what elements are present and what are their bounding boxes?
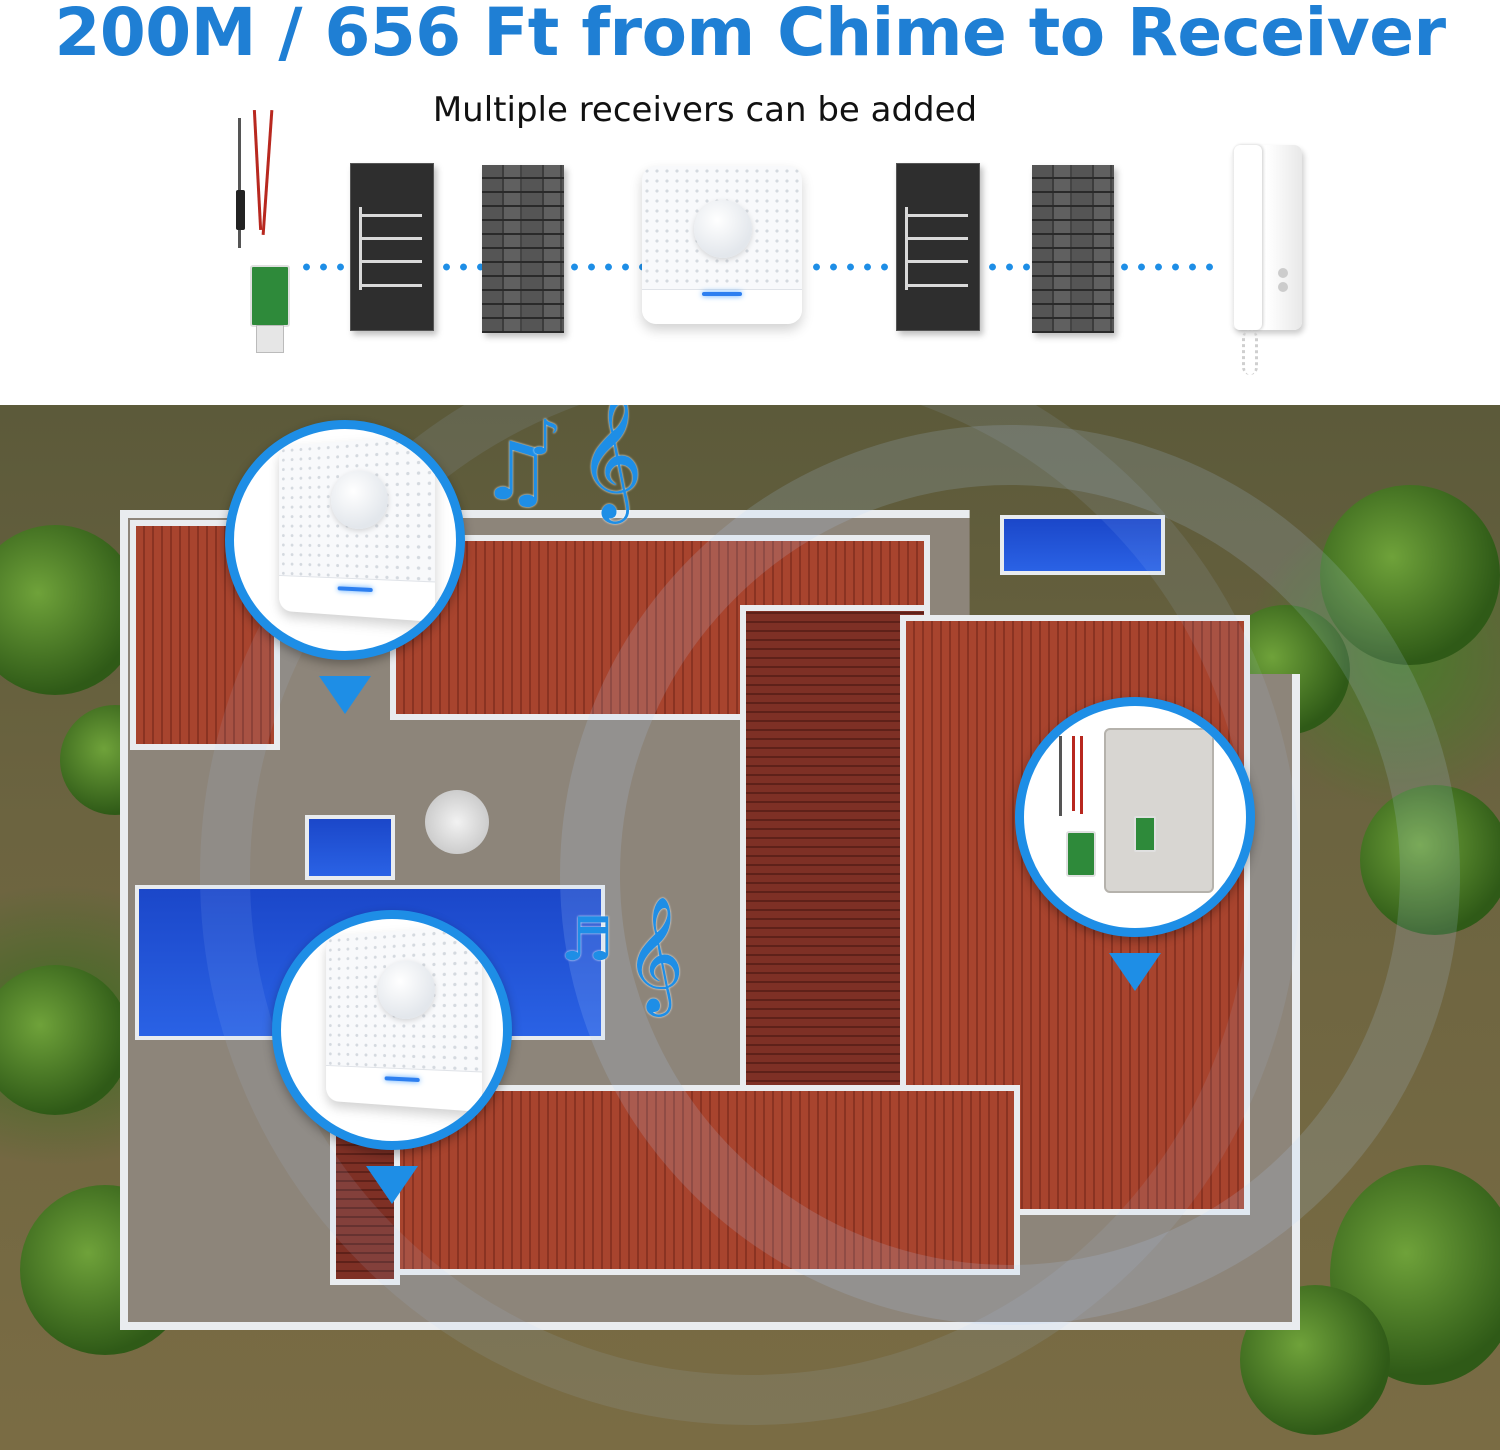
connector-dots-4 xyxy=(808,263,896,271)
door-icon xyxy=(350,163,434,331)
receiver-wire xyxy=(1072,736,1075,811)
treble-clef-icon: 𝄞 xyxy=(625,895,684,1013)
brick-wall-icon xyxy=(482,165,564,333)
chime-icon xyxy=(279,435,435,622)
receiver-module-icon xyxy=(230,110,300,355)
connector-dots-3 xyxy=(566,263,644,271)
chime-icon xyxy=(326,925,482,1112)
intercom-icon xyxy=(1228,145,1308,375)
receiver-wire xyxy=(1059,736,1062,816)
chime-pin-top xyxy=(225,420,465,730)
aerial-house-photo: ♫ ♪ 𝄞 ♬ 𝄞 ♪ xyxy=(0,405,1500,1450)
tree xyxy=(0,525,140,695)
intercom-board-photo xyxy=(1104,728,1214,893)
connector-dots-2 xyxy=(438,263,482,271)
connector-dots-5 xyxy=(984,263,1030,271)
tree xyxy=(0,965,130,1115)
headline: 200M / 656 Ft from Chime to Receiver xyxy=(0,0,1500,71)
brick-wall-icon xyxy=(1032,165,1114,333)
receiver-pin-right xyxy=(1015,697,1255,1007)
receiver-module-icon xyxy=(1066,831,1096,877)
receiver-wire xyxy=(1080,736,1083,814)
connector-dots-1 xyxy=(298,263,350,271)
treble-clef-icon: 𝄞 xyxy=(578,405,643,520)
music-note-icon: ♪ xyxy=(530,410,561,466)
chime-icon xyxy=(642,166,802,324)
music-note-icon: ♬ xyxy=(560,905,614,975)
connector-dots-6 xyxy=(1116,263,1220,271)
receiver-module-icon xyxy=(1134,816,1156,852)
subheadline: Multiple receivers can be added xyxy=(0,90,1410,130)
door-icon xyxy=(896,163,980,331)
chime-pin-bottom xyxy=(272,910,512,1220)
